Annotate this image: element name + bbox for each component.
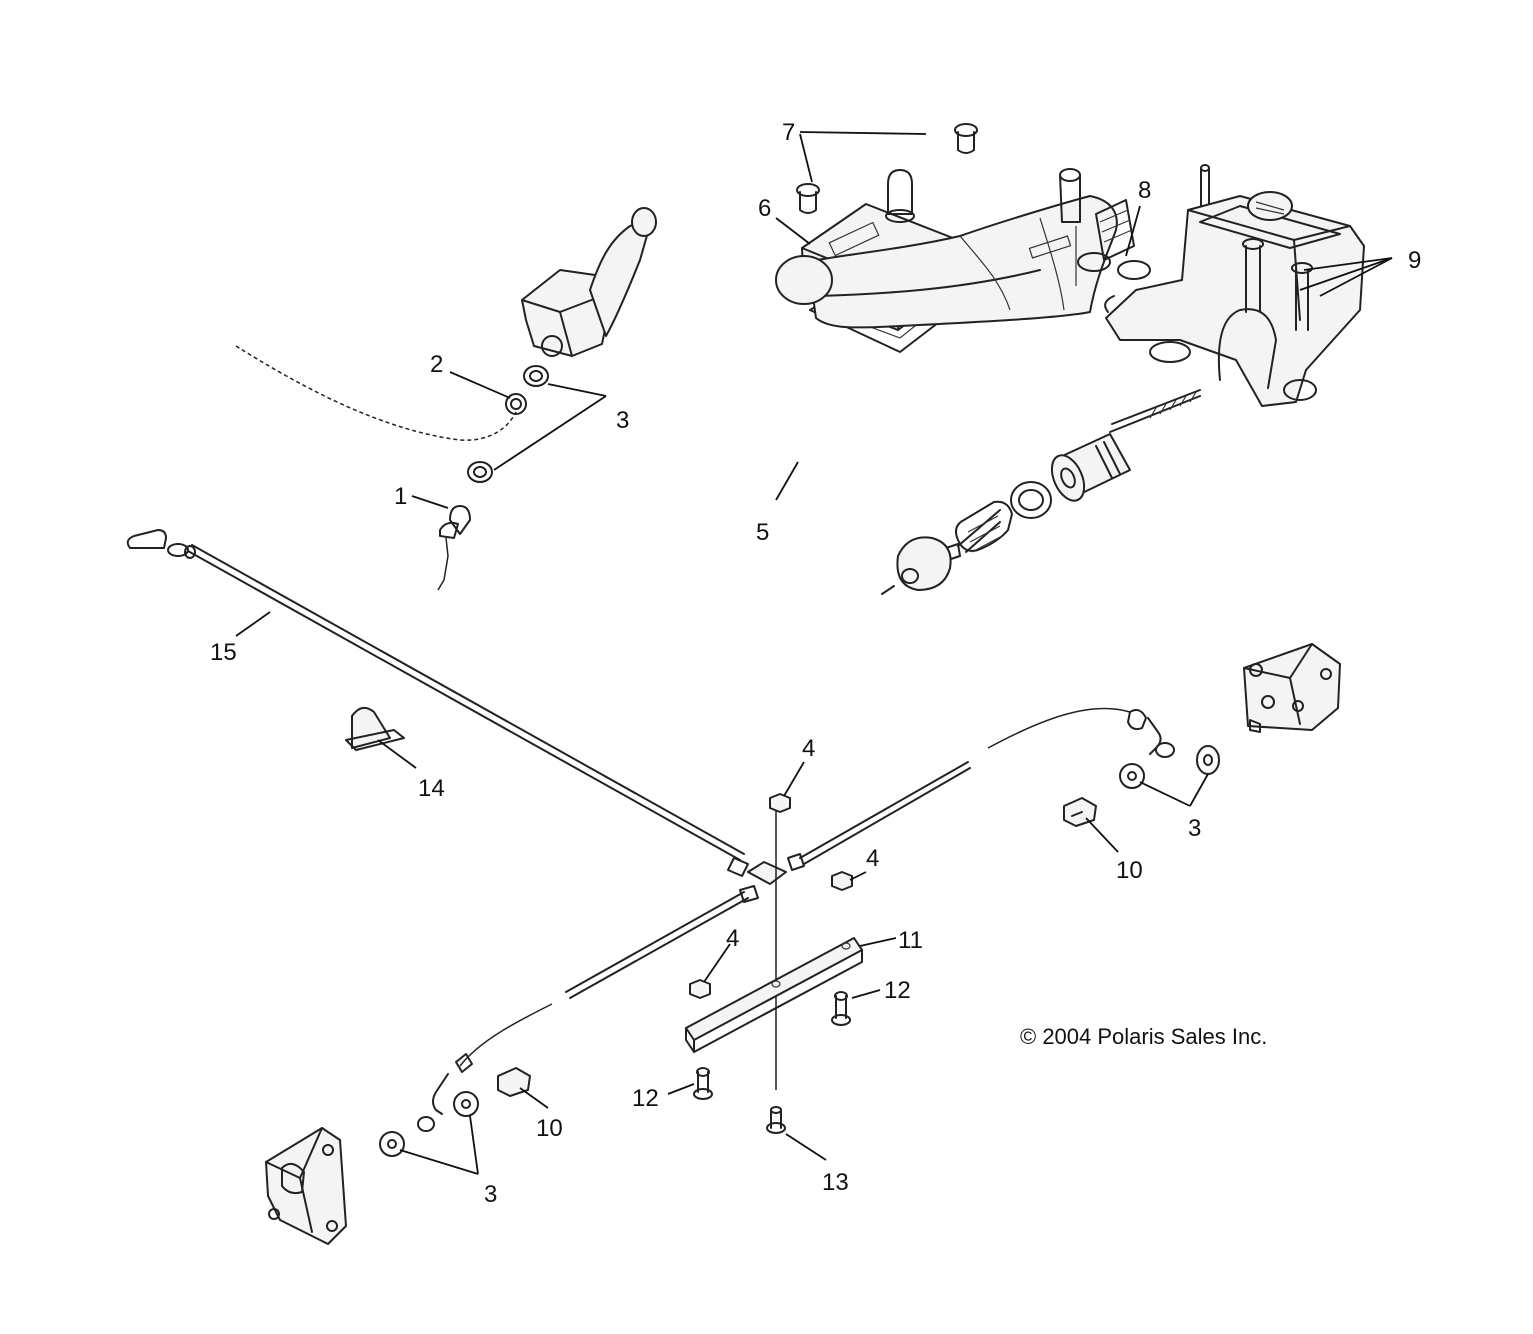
- brake-caliper-right: [1243, 643, 1341, 733]
- copyright-notice: © 2004 Polaris Sales Inc.: [1020, 1024, 1267, 1049]
- callout-3: 3: [1188, 815, 1201, 842]
- callout-4: 4: [866, 845, 879, 872]
- callout-9: 9: [1408, 247, 1421, 274]
- lever-adjuster: [1077, 199, 1151, 313]
- sealing-washer: [467, 365, 549, 483]
- caliper-bolt: [497, 797, 1097, 1097]
- callout-3: 3: [484, 1181, 497, 1208]
- callout-13: 13: [822, 1169, 849, 1196]
- master-cylinder-assembly: [775, 123, 1365, 595]
- callout-4: 4: [726, 925, 739, 952]
- banjo-bolt: [437, 505, 471, 591]
- brake-caliper-left: [265, 1127, 347, 1245]
- caliper-washer: [379, 745, 1220, 1157]
- callout-3: 3: [616, 407, 629, 434]
- callout-2: 2: [430, 351, 443, 378]
- brake-line-assembly: [126, 529, 1175, 1132]
- flange-nut: [689, 793, 853, 999]
- callout-5: 5: [756, 519, 769, 546]
- handlebar-grip-outline: [235, 345, 517, 441]
- plate-bolt: [693, 991, 851, 1100]
- callout-6: 6: [758, 195, 771, 222]
- callout-15: 15: [210, 639, 237, 666]
- callout-1: 1: [394, 483, 407, 510]
- callout-labels: 7 6 8 9 5 2 3 1 15 14 4 4 4 11 12 12 13 …: [210, 119, 1421, 1208]
- mounting-bolt: [766, 1106, 786, 1134]
- banjo-fitting: [505, 393, 527, 415]
- callout-12: 12: [632, 1085, 659, 1112]
- callout-8: 8: [1138, 177, 1151, 204]
- piston-assembly: [881, 389, 1201, 595]
- callout-12: 12: [884, 977, 911, 1004]
- callout-10: 10: [1116, 857, 1143, 884]
- callout-7: 7: [782, 119, 795, 146]
- callout-14: 14: [418, 775, 445, 802]
- callout-11: 11: [898, 927, 923, 954]
- mounting-plate: [685, 937, 863, 1053]
- handlebar-switch-housing: [521, 207, 657, 357]
- cable-clip: [345, 706, 405, 751]
- cover-screw: [796, 123, 978, 214]
- pivot-bolt: [1059, 164, 1210, 286]
- callout-10: 10: [536, 1115, 563, 1142]
- master-cylinder-body: [1105, 191, 1365, 407]
- callout-4: 4: [802, 735, 815, 762]
- leader-lines: [235, 131, 1393, 1175]
- brake-lever: [775, 195, 1118, 329]
